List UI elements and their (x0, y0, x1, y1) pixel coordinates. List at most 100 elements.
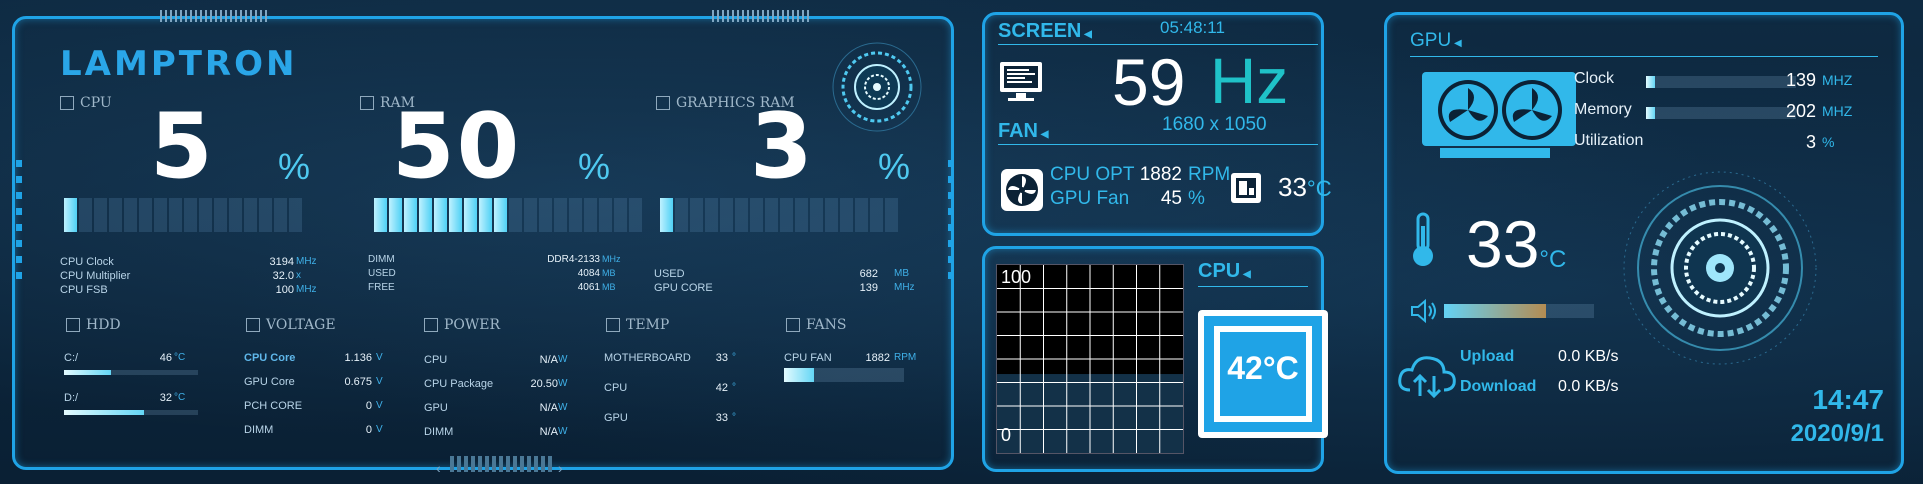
gpu-temp-value: 33 (1466, 207, 1540, 281)
temp-title: TEMP (626, 317, 670, 333)
graphics-ram-stat-unit: MHz (894, 282, 915, 293)
fan-box-icon (1000, 168, 1044, 212)
graphics-ram-stat-value: 139 (859, 282, 878, 294)
power-unit: W (558, 378, 568, 389)
cpu-graph-divider (1198, 286, 1308, 287)
cloud-transfer-icon (1396, 350, 1458, 400)
graphics-ram-meter-segment (840, 198, 853, 232)
refresh-rate-unit: Hz (1210, 45, 1289, 117)
ram-meter-segment (599, 198, 612, 232)
graphics-ram-usage-value: 3 (750, 94, 815, 199)
graphics-ram-meter-segment (720, 198, 733, 232)
fan-panel-value: 1882 (1139, 164, 1182, 185)
page-prev-icon[interactable]: ‹ (436, 460, 441, 476)
ram-icon (360, 96, 374, 111)
gpu-stat-value: 139 (1785, 70, 1816, 90)
graphics-ram-usage-unit: % (878, 146, 911, 187)
voltage-value: 0.675 (344, 376, 372, 388)
cpu-meter-segment (94, 198, 107, 232)
cpu-graph-max-label: 100 (1001, 267, 1032, 287)
hdd-drive-bar (64, 370, 198, 375)
ram-meter-segment (554, 198, 567, 232)
voltage-section-header: VOLTAGE (246, 316, 336, 333)
voltage-value: 1.136 (344, 352, 372, 364)
hdd-title: HDD (86, 317, 121, 333)
network-value: 0.0 KB/s (1558, 348, 1619, 365)
cpu-chip-temp: 42°C (1227, 350, 1299, 386)
voltage-value: 0 (365, 400, 372, 412)
gpu-stat-unit: MHZ (1822, 103, 1853, 119)
screen-time: 05:48:11 (1160, 18, 1225, 37)
ram-title: RAM (380, 95, 415, 111)
voltage-value: 0 (365, 424, 372, 436)
hdd-drive-row: C:/46°C (64, 350, 198, 390)
fan-temp: 33°C (1278, 172, 1332, 203)
screen-title: SCREEN ◀ (998, 20, 1092, 43)
graphics-ram-stat-value: 682 (859, 268, 878, 280)
graphics-ram-meter-segment (870, 198, 883, 232)
fans-title: FANS (806, 317, 847, 333)
cpu-meter-segment (214, 198, 227, 232)
graphics-card-icon (656, 96, 670, 111)
graphics-ram-meter-segment (690, 198, 703, 232)
graphics-ram-stat-label: USED (654, 268, 685, 280)
fan-panel-unit: RPM (1188, 164, 1231, 185)
temp-label: MOTHERBOARD (604, 352, 691, 364)
hdd-drive-unit: °C (174, 392, 186, 403)
hdd-drive-unit: °C (174, 352, 186, 363)
speaker-icon[interactable] (1410, 298, 1440, 324)
screen-panel-frame (982, 12, 1324, 236)
temp-value: 33 (715, 352, 728, 364)
cpu-stat-unit: MHz (296, 256, 317, 267)
ram-meter-segment (374, 198, 387, 232)
graphics-ram-meter-segment (765, 198, 778, 232)
cpu-usage-unit: % (278, 146, 311, 187)
network-label: Download (1460, 378, 1537, 395)
cpu-section-header: CPU (60, 94, 112, 111)
hdd-drive-bar (64, 410, 198, 415)
page-next-icon[interactable]: › (558, 460, 563, 476)
hdd-drive-label: C:/ (64, 352, 79, 364)
ram-stat-unit: MHz (602, 254, 621, 264)
gpu-stat-label: Clock (1574, 70, 1615, 87)
ram-section-header: RAM (360, 94, 415, 111)
ram-meter-segment (389, 198, 402, 232)
cpu-meter-segment (139, 198, 152, 232)
voltage-unit: V (376, 352, 383, 363)
volume-slider[interactable] (1444, 304, 1594, 318)
ram-usage-meter (374, 198, 674, 234)
temp-section-header: TEMP (606, 316, 669, 333)
graphics-ram-meter-segment (660, 198, 673, 232)
ram-meter-segment (629, 198, 642, 232)
voltage-label: DIMM (244, 424, 274, 436)
power-title: POWER (444, 317, 501, 333)
voltage-unit: V (376, 400, 383, 411)
cpu-graph-min-label: 0 (1001, 425, 1012, 445)
graphics-ram-usage-meter (660, 198, 930, 234)
voltage-unit: V (376, 376, 383, 387)
graphics-ram-meter-segment (795, 198, 808, 232)
right-side-ticks (948, 160, 954, 288)
graphics-ram-meter-segment (810, 198, 823, 232)
cpu-meter-segment (109, 198, 122, 232)
